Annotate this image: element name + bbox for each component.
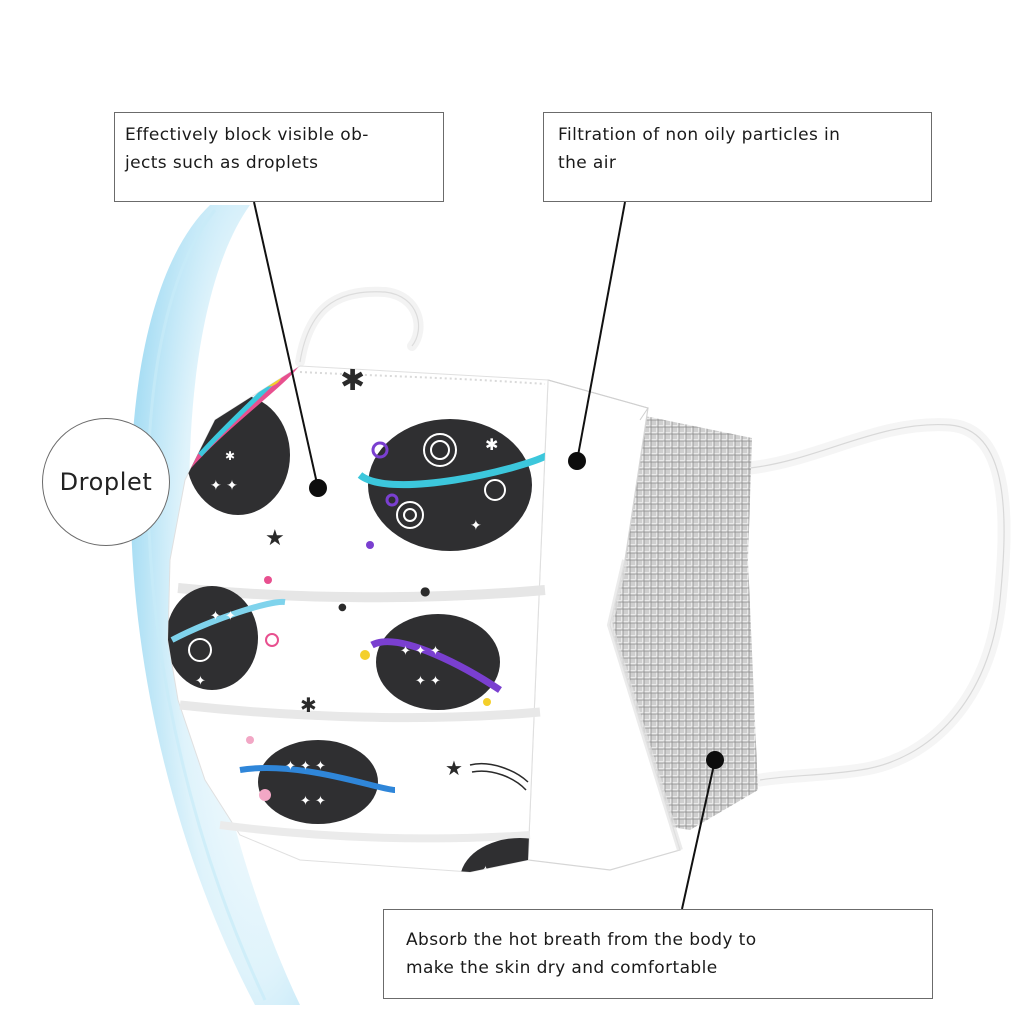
callout-block-droplets: Effectively block visible ob- jects such… xyxy=(114,112,444,202)
decorative-stars: ✱ ★ ✱ ★ ● ● ● ● xyxy=(265,363,464,872)
svg-text:●: ● xyxy=(455,364,464,375)
callout-block-droplets-line1: Effectively block visible ob- xyxy=(125,125,369,145)
svg-text:✦ ✦: ✦ ✦ xyxy=(415,674,441,689)
dot-filter-layer xyxy=(568,452,586,470)
callout-filtration-line1: Filtration of non oily particles in xyxy=(558,125,841,145)
planet-center-top: ✱ ✦ xyxy=(357,419,548,551)
planet-mid-center: ✦ ✦ ✦ ✦ ✦ xyxy=(360,614,502,710)
svg-text:●: ● xyxy=(338,602,347,613)
svg-text:✦ ✦: ✦ ✦ xyxy=(210,609,236,624)
svg-text:✦ ✦ ✦: ✦ ✦ ✦ xyxy=(285,759,326,774)
left-ear-loop xyxy=(295,286,424,367)
droplet-label: Droplet xyxy=(59,468,153,496)
svg-text:✦ ✦: ✦ ✦ xyxy=(300,794,326,809)
svg-text:✦ ✦: ✦ ✦ xyxy=(210,478,238,494)
callout-filtration-line2: the air xyxy=(558,153,617,173)
printed-outer-layer: ✦ ✦ ✱ ✱ ✦ xyxy=(167,363,549,879)
svg-text:●: ● xyxy=(420,584,430,598)
callout-absorb-breath: Absorb the hot breath from the body to m… xyxy=(383,909,933,999)
callout-absorb-breath-line2: make the skin dry and comfortable xyxy=(406,958,718,978)
droplet-shield-arc xyxy=(130,205,300,1005)
svg-text:✦ ✦ ✦: ✦ ✦ ✦ xyxy=(400,644,441,659)
leader-dots xyxy=(309,452,724,769)
svg-text:✦: ✦ xyxy=(195,674,206,689)
dot-inner-layer xyxy=(706,751,724,769)
svg-text:✦: ✦ xyxy=(470,518,482,534)
svg-text:✦ ✦ ✦: ✦ ✦ ✦ xyxy=(480,864,521,879)
callout-filtration: Filtration of non oily particles in the … xyxy=(543,112,932,202)
planet-mid-left: ✦ ✦ ✦ xyxy=(168,576,286,690)
inner-mesh-layer xyxy=(612,415,758,830)
svg-text:✱: ✱ xyxy=(300,693,317,717)
planet-bottom-left: ✦ ✦ ✦ ✦ ✦ xyxy=(239,736,396,824)
dot-outer-layer xyxy=(309,479,327,497)
droplet-badge: Droplet xyxy=(42,418,170,546)
callout-absorb-breath-line1: Absorb the hot breath from the body to xyxy=(406,930,757,950)
right-ear-loop xyxy=(743,418,1011,787)
svg-text:✱: ✱ xyxy=(340,363,365,398)
svg-text:✱: ✱ xyxy=(485,435,498,454)
svg-text:★: ★ xyxy=(445,756,463,780)
svg-text:✱: ✱ xyxy=(225,449,235,463)
svg-text:★: ★ xyxy=(265,526,285,551)
callout-block-droplets-line2: jects such as droplets xyxy=(125,153,319,173)
leader-lines xyxy=(253,201,716,910)
